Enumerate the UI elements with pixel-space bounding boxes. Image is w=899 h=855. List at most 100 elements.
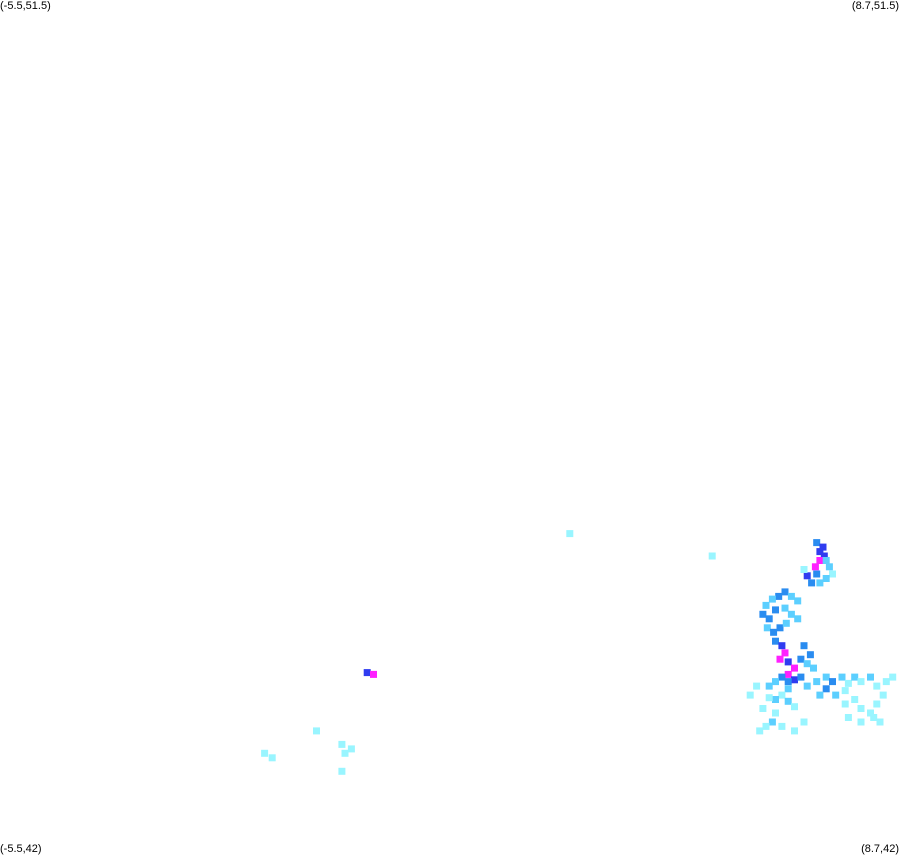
density-cell: [347, 745, 355, 753]
density-cell: [867, 673, 874, 681]
density-cell: [811, 563, 819, 571]
density-cell: [841, 700, 849, 708]
density-cell: [759, 610, 767, 618]
density-cell: [772, 606, 779, 614]
density-cell: [791, 727, 798, 735]
density-cell: [338, 740, 346, 748]
density-cell: [822, 685, 830, 693]
density-cell: [708, 552, 716, 560]
density-cell: [870, 714, 878, 721]
density-cell: [746, 691, 754, 699]
density-cell: [794, 597, 802, 605]
density-cell: [803, 660, 811, 668]
density-cell: [778, 722, 786, 730]
density-cell: [851, 673, 859, 681]
density-cell: [776, 624, 784, 632]
density-cell: [800, 642, 808, 650]
density-cell: [800, 718, 808, 726]
density-cell: [889, 673, 897, 681]
density-cell: [882, 678, 890, 686]
density-cell: [756, 727, 764, 735]
density-cell: [797, 655, 805, 663]
density-cell: [778, 642, 786, 650]
density-cell: [806, 651, 814, 659]
density-cell: [876, 718, 884, 726]
density-cell: [816, 557, 824, 564]
density-cell: [813, 539, 821, 547]
density-cell: [819, 543, 827, 551]
density-cell: [765, 682, 773, 690]
corner-label-bottom-right: (8.7,42): [861, 843, 899, 855]
corner-label-bottom-left: (-5.5,42): [0, 843, 42, 855]
density-cell: [772, 637, 779, 645]
density-cell: [363, 669, 371, 677]
density-cell: [782, 619, 790, 627]
density-cell: [341, 749, 349, 757]
density-cell: [829, 678, 836, 686]
density-cell: [784, 670, 792, 678]
density-cell: [867, 709, 874, 717]
density-cell: [759, 705, 767, 712]
density-cell: [778, 691, 786, 699]
density-cell: [800, 566, 808, 573]
density-cell: [338, 767, 346, 775]
density-cell: [781, 649, 789, 657]
density-cell: [816, 548, 824, 556]
density-cell: [781, 604, 789, 612]
density-cell: [791, 664, 798, 672]
density-cell: [772, 678, 779, 686]
density-cell: [787, 592, 795, 600]
density-cell: [797, 673, 805, 681]
density-cell: [775, 592, 783, 600]
density-cell: [832, 691, 840, 699]
density-cell: [768, 718, 776, 726]
density-cell: [841, 687, 849, 695]
density-cell: [787, 610, 795, 618]
density-cell: [857, 718, 865, 726]
density-cell: [765, 615, 773, 623]
density-cell: [813, 570, 821, 578]
density-cell: [784, 697, 792, 705]
density-cell: [851, 696, 859, 703]
density-cell: [370, 670, 377, 678]
density-cell: [753, 682, 761, 690]
density-cell: [784, 658, 792, 666]
density-cell: [822, 557, 830, 564]
density-cell: [803, 682, 811, 690]
density-cell: [762, 722, 770, 730]
density-cell: [566, 530, 574, 538]
density-cell: [816, 691, 824, 699]
density-cell: [762, 601, 770, 609]
density-cell: [810, 664, 817, 672]
density-cell: [791, 676, 798, 684]
density-cell: [873, 700, 881, 708]
density-cell: [844, 679, 852, 687]
density-cell: [776, 655, 784, 663]
corner-label-top-right: (8.7,51.5): [851, 0, 899, 12]
density-cell: [772, 696, 779, 703]
density-cell: [791, 703, 798, 711]
density-cell: [822, 673, 830, 681]
density-cell: [784, 678, 792, 686]
density-cell: [813, 678, 821, 686]
density-cell: [822, 575, 830, 582]
density-cell: [829, 570, 836, 578]
density-cell: [778, 673, 786, 681]
density-cell: [268, 754, 276, 762]
density-cell: [820, 552, 828, 560]
density-cell: [825, 563, 833, 571]
density-cell: [857, 678, 865, 686]
density-cell: [794, 615, 802, 623]
density-cell: [763, 624, 771, 632]
density-cell: [803, 572, 811, 580]
density-cell: [808, 579, 816, 587]
density-cell: [261, 749, 269, 757]
density-cell: [772, 709, 779, 717]
density-cell: [879, 691, 887, 699]
density-cell: [765, 694, 773, 702]
corner-label-top-left: (-5.5,51.5): [0, 0, 51, 12]
density-cell: [784, 685, 792, 693]
density-cell: [857, 705, 865, 712]
density-cell: [770, 628, 778, 636]
